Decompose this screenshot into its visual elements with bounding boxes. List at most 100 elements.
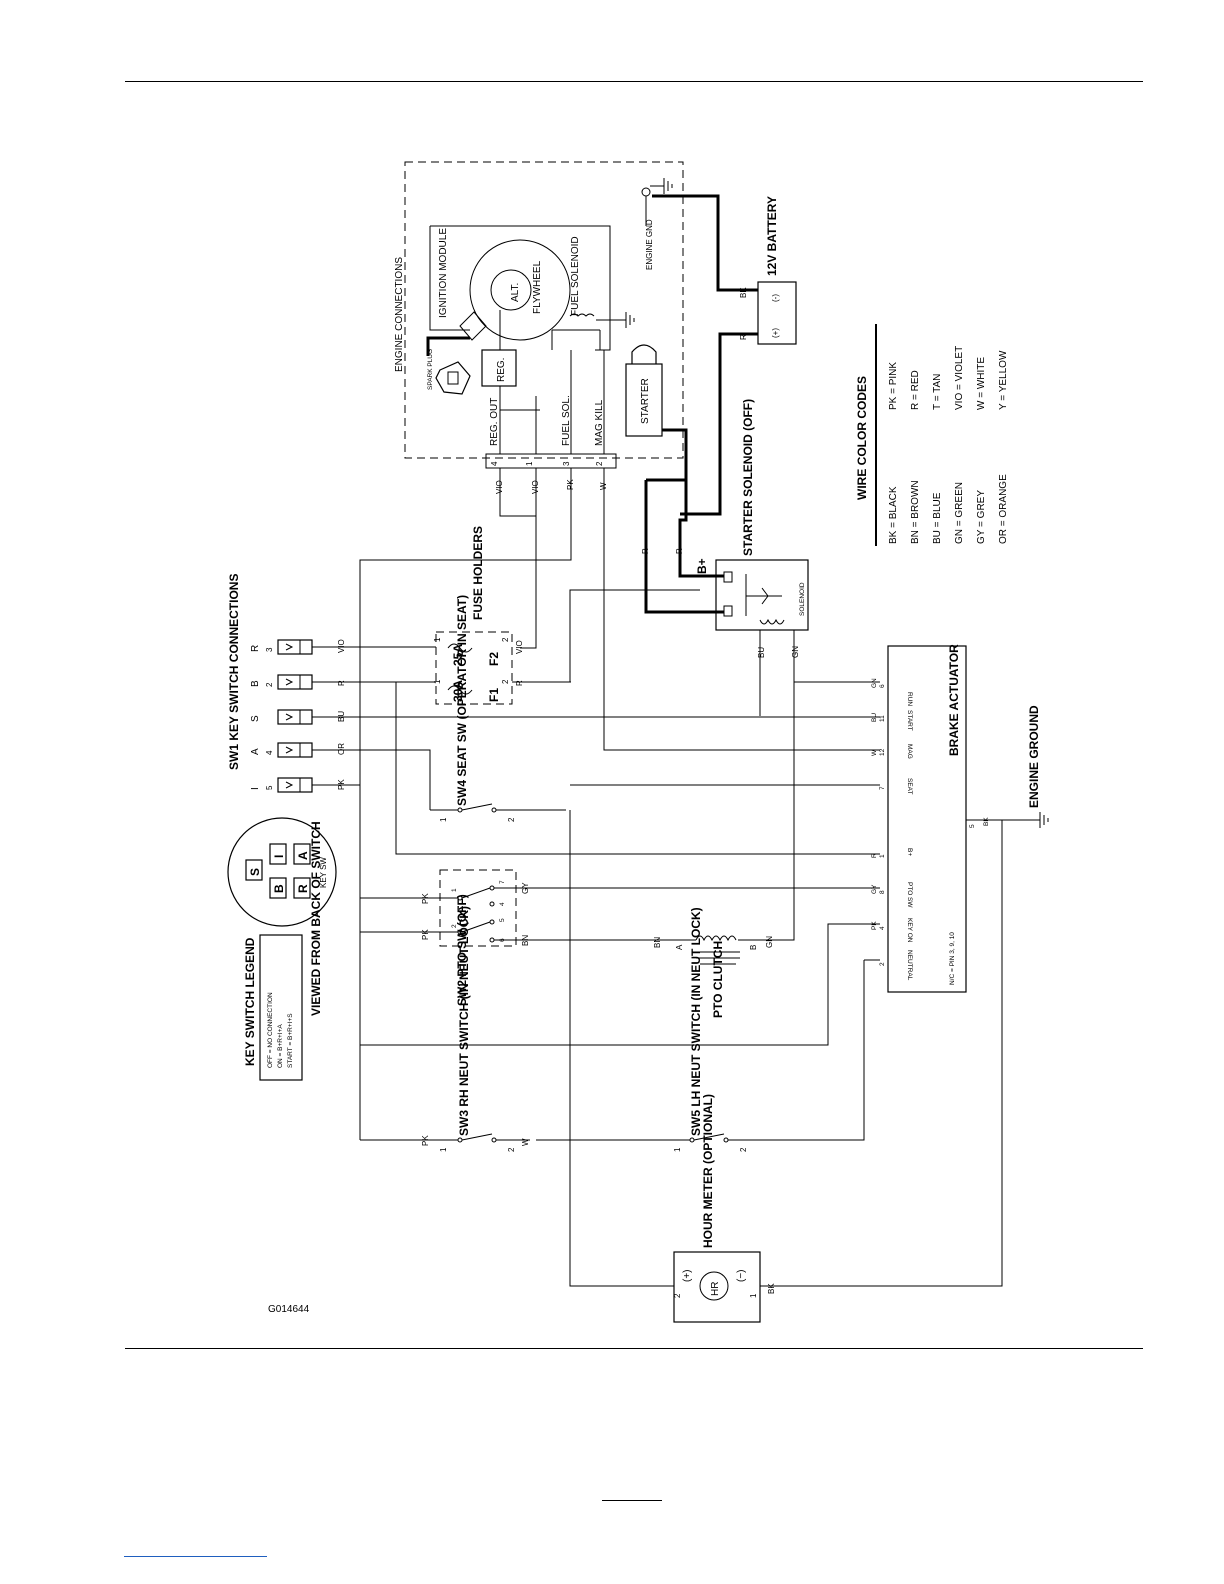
svg-text:R: R bbox=[871, 853, 878, 858]
sw1-letter-s: S bbox=[250, 715, 261, 722]
sw2-p6: 6 bbox=[499, 938, 506, 942]
sw1-num-4: 4 bbox=[265, 750, 274, 755]
legend-off: OFF = NO CONNECTION bbox=[267, 992, 274, 1068]
bottom-rule bbox=[125, 1348, 1143, 1349]
sw4-seat-switch: SW4 SEAT SW (OPERATOR IN SEAT) 1 2 bbox=[430, 595, 880, 1287]
wire-color-codes: WIRE COLOR CODES BK = BLACK BN = BROWN B… bbox=[855, 324, 1009, 546]
ba-pin-seat: SEAT 7 bbox=[879, 778, 913, 795]
svg-text:7: 7 bbox=[879, 786, 886, 790]
engine-gnd-terminal bbox=[641, 187, 651, 197]
svg-text:11: 11 bbox=[879, 715, 886, 722]
hour-meter-minus: (−) bbox=[736, 1270, 747, 1283]
ba-pin-mag: MAG 12 W bbox=[871, 744, 913, 759]
sw1-wire-bu: BU bbox=[337, 711, 346, 722]
sw2-p1: 1 bbox=[451, 888, 458, 892]
sw1-letter-i: I bbox=[250, 787, 261, 790]
key-switch-legend: KEY SWITCH LEGEND OFF = NO CONNECTION ON… bbox=[243, 821, 323, 1081]
sw1-label: SW1 KEY SWITCH CONNECTIONS bbox=[227, 574, 241, 770]
sol-wire-r2: R bbox=[675, 548, 684, 554]
face-b: B bbox=[272, 884, 286, 893]
sw1-terminal-a: A 4 bbox=[250, 742, 313, 758]
fuse-f1: F1 bbox=[487, 688, 501, 702]
code-w: W = WHITE bbox=[976, 357, 987, 410]
sw1-terminal-b: B 2 bbox=[250, 674, 313, 690]
ba-ground-pin: 5 bbox=[969, 824, 976, 828]
ba-pin-key-on: KEY ON 4 PK bbox=[871, 918, 913, 943]
fuse-f2: F2 bbox=[487, 652, 501, 666]
code-vio: VIO = VIOLET bbox=[954, 346, 965, 410]
fuse-pin2-b: 2 bbox=[501, 679, 510, 684]
hour-meter-plus: (+) bbox=[682, 1270, 693, 1283]
battery-label: 12V BATTERY bbox=[765, 196, 779, 276]
svg-text:KEY ON: KEY ON bbox=[906, 918, 913, 943]
hour-meter-p2: 2 bbox=[673, 1293, 682, 1298]
top-rule bbox=[125, 81, 1143, 82]
code-y: Y = YELLOW bbox=[998, 350, 1009, 410]
sw1-wire-vio: VIO bbox=[337, 639, 346, 653]
hour-meter-hr: HR bbox=[710, 1282, 721, 1296]
sw1-terminal-r: R 3 bbox=[250, 639, 313, 655]
sw2-label: SW2 PTO SW (OFF) bbox=[455, 894, 469, 1006]
flywheel-label: FLYWHEEL bbox=[532, 260, 543, 314]
code-r: R = RED bbox=[910, 370, 921, 410]
hour-meter-p1: 1 bbox=[749, 1293, 758, 1298]
pto-wire-gn: GN bbox=[765, 936, 774, 948]
fuel-sol-label: FUEL SOL. bbox=[561, 395, 572, 446]
sw2-p4: 4 bbox=[499, 902, 506, 906]
svg-text:W: W bbox=[871, 749, 878, 756]
figure-id: G014644 bbox=[268, 1304, 310, 1315]
ba-pin-run: RUN 6 GN bbox=[871, 678, 913, 706]
svg-text:NEUTRAL: NEUTRAL bbox=[906, 950, 913, 981]
wire-codes-title: WIRE COLOR CODES bbox=[855, 376, 869, 500]
code-bk: BK = BLACK bbox=[888, 486, 899, 544]
battery-wire-bk: BK bbox=[739, 287, 748, 298]
solenoid-bplus: B+ bbox=[695, 558, 709, 574]
sw1-wire-or: OR bbox=[337, 743, 346, 755]
sw1-terminal-s: S bbox=[250, 709, 313, 725]
sw1-letter-b: B bbox=[250, 680, 261, 687]
svg-text:GN: GN bbox=[871, 678, 878, 688]
sw5-p1: 1 bbox=[673, 1147, 682, 1152]
solenoid-inner-label: SOLENOID bbox=[799, 582, 806, 616]
pto-clutch: PTO CLUTCH A B BN GN bbox=[653, 682, 795, 1018]
starter bbox=[625, 363, 663, 437]
engine-connections: ENGINE CONNECTIONS IGNITION MODULE ALT. … bbox=[394, 161, 758, 555]
sw3-p2: 2 bbox=[507, 1147, 516, 1152]
pto-clutch-label: PTO CLUTCH bbox=[711, 941, 725, 1018]
svg-text:2: 2 bbox=[879, 962, 886, 966]
footer-rule bbox=[602, 1500, 662, 1501]
fuse-pin1-a: 1 bbox=[433, 637, 442, 642]
ignition-module-label: IGNITION MODULE bbox=[438, 228, 449, 318]
term-1: 1 bbox=[525, 461, 534, 466]
svg-text:MAG: MAG bbox=[906, 744, 913, 759]
legend-title: KEY SWITCH LEGEND bbox=[243, 937, 257, 1066]
alternator bbox=[490, 269, 532, 311]
sw1-num-5: 5 bbox=[265, 785, 274, 790]
brake-actuator: BRAKE ACTUATOR N/C = PIN 3, 9, 10 RUN 6 … bbox=[360, 644, 1049, 1287]
sw2-pto-switch: SW2 PTO SW (OFF) PK PK GY BN 1 7 4 2 5 6 bbox=[360, 869, 880, 1006]
fuel-solenoid-label: FUEL SOLENOID bbox=[570, 236, 581, 316]
sw1-terminal-i: I 5 bbox=[250, 777, 313, 793]
term-2: 2 bbox=[595, 461, 604, 466]
ba-ground-wire: BK bbox=[983, 817, 990, 826]
engine-ground-label: ENGINE GROUND bbox=[1027, 705, 1041, 808]
reg-out-label: REG. OUT bbox=[489, 398, 500, 446]
alternator-label: ALT. bbox=[510, 283, 521, 302]
sw3-wire-pk: PK bbox=[421, 1135, 430, 1146]
sw3-p1: 1 bbox=[439, 1147, 448, 1152]
engine-wire-labels: VIO VIO PK W bbox=[359, 468, 880, 1140]
battery: (-) (+) 12V BATTERY BK R bbox=[680, 196, 797, 516]
code-pk: PK = PINK bbox=[888, 362, 899, 410]
battery-wire-r: R bbox=[739, 334, 748, 340]
mag-kill-label: MAG KILL bbox=[594, 399, 605, 446]
sw1-letter-r: R bbox=[250, 645, 261, 652]
ba-pin-neutral: NEUTRAL 2 bbox=[879, 950, 913, 981]
sw4-pin2: 2 bbox=[507, 817, 516, 822]
legend-viewed: VIEWED FROM BACK OF SWITCH bbox=[309, 821, 323, 1016]
pto-clutch-a: A bbox=[675, 944, 684, 950]
regulator-label: REG. bbox=[496, 358, 507, 382]
sw1-num-3: 3 bbox=[265, 647, 274, 652]
sw1-wire-r: R bbox=[337, 680, 346, 686]
fuse-f2-rating: 25A bbox=[451, 644, 465, 666]
sol-wire-bu: BU bbox=[757, 647, 766, 658]
